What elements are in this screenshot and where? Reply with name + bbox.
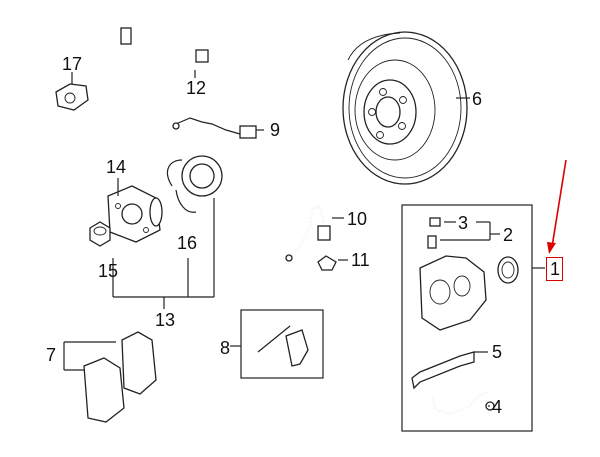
callout-12: 12	[186, 78, 207, 98]
callout-5: 5	[492, 342, 503, 362]
callout-10: 10	[347, 209, 368, 229]
wheel-hub	[107, 178, 163, 243]
callout-14: 14	[106, 157, 127, 177]
callout-16: 16	[177, 233, 198, 253]
speed-sensor	[55, 72, 89, 111]
hose-clip	[317, 255, 348, 271]
callout-7: 7	[46, 345, 57, 365]
callout-1: 1	[550, 259, 561, 279]
hub-bolt	[89, 221, 111, 247]
callout-2: 2	[503, 225, 514, 245]
bleeder-screws	[427, 217, 500, 249]
bracket-13	[112, 198, 215, 309]
caliper-hose	[431, 391, 495, 415]
brake-hose	[120, 27, 209, 102]
wheel-bearing	[167, 155, 223, 213]
highlight-arrow	[547, 159, 567, 254]
caliper-kit-box	[401, 204, 545, 432]
callout-8: 8	[220, 338, 231, 358]
brake-caliper	[419, 255, 519, 331]
callout-11: 11	[351, 250, 370, 270]
callout-3: 3	[458, 213, 469, 233]
brake-rotor	[342, 31, 470, 185]
callout-15: 15	[98, 261, 119, 281]
hardware-kit-box	[230, 309, 324, 379]
callout-1-highlight: 1	[546, 257, 563, 281]
brake-pads	[63, 331, 157, 423]
callout-4: 4	[492, 397, 503, 417]
wear-sensor-wire	[172, 117, 264, 139]
brake-line	[285, 204, 344, 262]
callout-9: 9	[270, 120, 281, 140]
callout-6: 6	[472, 89, 483, 109]
callout-13: 13	[155, 310, 176, 330]
caliper-bracket	[411, 351, 488, 390]
callout-17: 17	[62, 54, 83, 74]
